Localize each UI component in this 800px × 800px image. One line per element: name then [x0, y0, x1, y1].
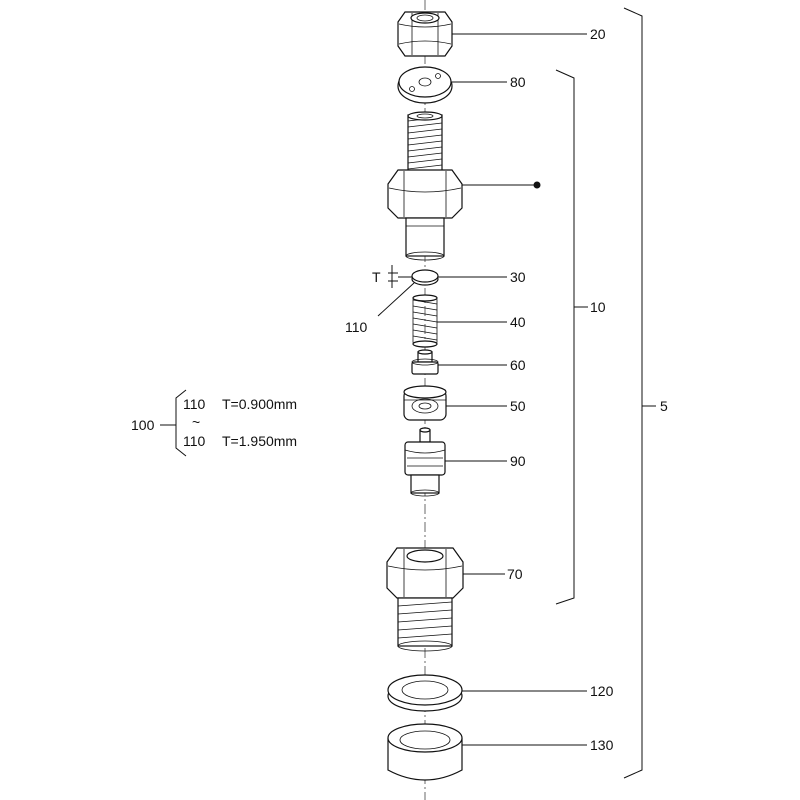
part-60-pin[interactable]: [411, 349, 439, 375]
bracket-100: [175, 389, 187, 457]
table-row2-part: 110: [183, 433, 206, 449]
callout-120: 120: [590, 683, 614, 699]
part-20-nut[interactable]: [397, 11, 453, 57]
callout-100: 100: [131, 417, 155, 433]
callout-90: 90: [510, 453, 526, 469]
callout-60: 60: [510, 357, 526, 373]
callout-80: 80: [510, 74, 526, 90]
part-40-spring[interactable]: [412, 294, 438, 348]
callout-110: 110: [345, 319, 368, 335]
table-row1-value: T=0.900mm: [222, 396, 297, 412]
leader-lines: [437, 33, 587, 746]
callout-30: 30: [510, 269, 526, 285]
part-30-shim[interactable]: [411, 269, 439, 286]
table-row1-part: 110: [183, 396, 206, 412]
callout-10: 10: [590, 299, 606, 315]
leader-dot-body: [533, 181, 541, 189]
callout-t: T: [372, 269, 381, 285]
part-50-retainer[interactable]: [403, 385, 447, 421]
callout-130: 130: [590, 737, 614, 753]
table-range-mark: ~: [192, 414, 200, 430]
table-row2-value: T=1.950mm: [222, 433, 297, 449]
callout-50: 50: [510, 398, 526, 414]
part-80-washer[interactable]: [397, 66, 453, 104]
callout-20: 20: [590, 26, 606, 42]
part-130-seal[interactable]: [387, 723, 463, 781]
part-holder-body[interactable]: [387, 111, 463, 261]
leader-line-110: [377, 282, 415, 317]
callout-70: 70: [507, 566, 523, 582]
thickness-dimension: [388, 265, 412, 288]
bracket-5: [623, 7, 643, 779]
part-120-gasket[interactable]: [387, 674, 463, 712]
callout-5: 5: [660, 398, 668, 414]
bracket-10: [555, 69, 575, 605]
callout-40: 40: [510, 314, 526, 330]
part-70-retaining-nut[interactable]: [386, 547, 464, 652]
part-90-nozzle[interactable]: [404, 427, 446, 497]
